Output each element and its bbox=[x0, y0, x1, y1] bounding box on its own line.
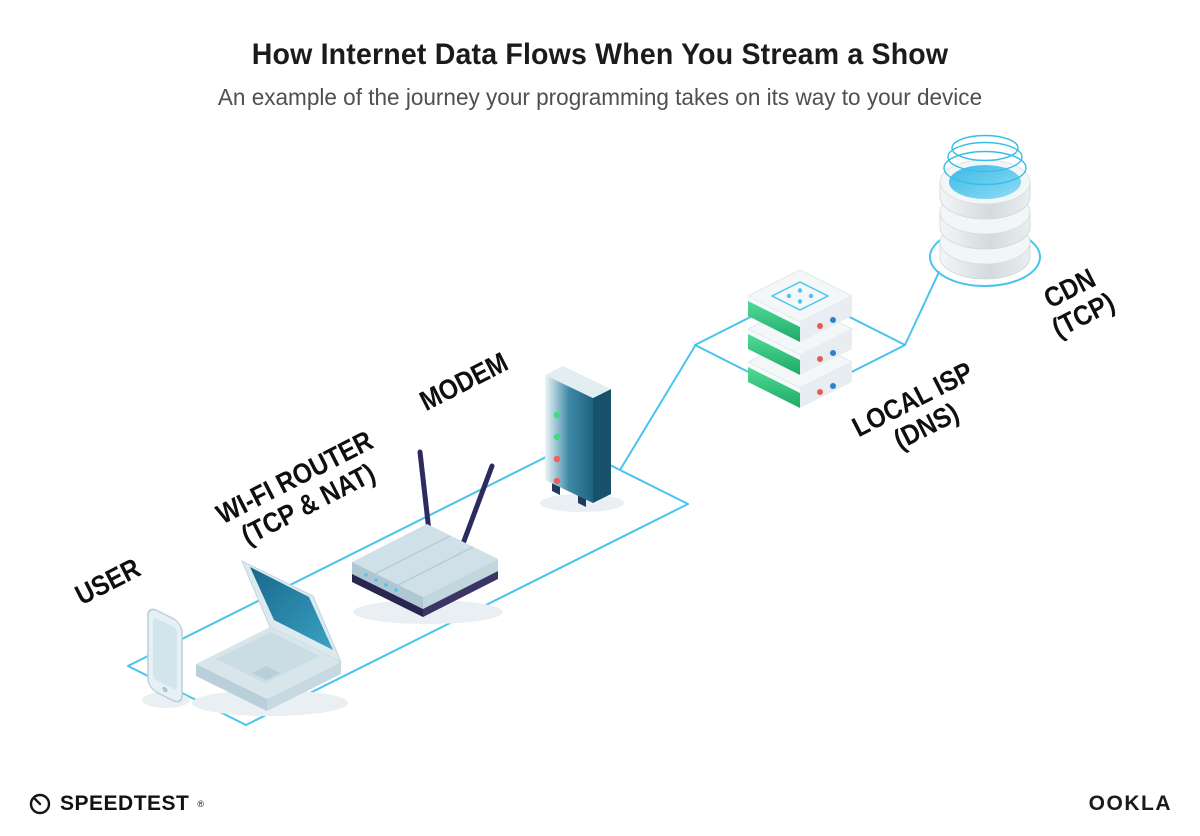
speedtest-wordmark: SPEEDTEST bbox=[60, 792, 190, 815]
laptop-illustration bbox=[196, 559, 342, 711]
modem-side-face bbox=[593, 389, 611, 503]
laptop-screen bbox=[250, 567, 333, 650]
isp-server-stack bbox=[747, 269, 853, 408]
router-base-left bbox=[352, 574, 423, 617]
page-subtitle: An example of the journey your programmi… bbox=[217, 84, 983, 110]
speedtest-trademark: ® bbox=[197, 799, 205, 809]
cdn-wire-rings bbox=[943, 134, 1027, 186]
modem-to-isp-line bbox=[619, 345, 696, 471]
router-groove-2 bbox=[397, 546, 474, 586]
laptop-trackpad bbox=[252, 666, 280, 680]
cdn-database-illustration bbox=[939, 134, 1031, 280]
smartphone-illustration bbox=[147, 608, 183, 703]
router-base-right bbox=[423, 571, 498, 617]
server-unit-top bbox=[747, 269, 853, 342]
router-status-leds bbox=[364, 573, 398, 592]
label-cdn: CDN (TCP) bbox=[1038, 262, 1119, 344]
router-right-face bbox=[423, 559, 498, 609]
label-modem: MODEM bbox=[414, 346, 513, 417]
speedtest-gauge-icon bbox=[29, 793, 51, 815]
router-groove-1 bbox=[374, 535, 451, 575]
page-title: How Internet Data Flows When You Stream … bbox=[251, 38, 949, 71]
ookla-logo: OOKLA bbox=[1089, 792, 1172, 816]
ookla-wordmark: OOKLA bbox=[1088, 792, 1172, 815]
modem-status-leds bbox=[553, 411, 561, 485]
modem-illustration bbox=[545, 366, 611, 507]
laptop-base-left-edge bbox=[196, 664, 267, 711]
cdn-water-top bbox=[949, 165, 1021, 199]
user-label: USER bbox=[70, 552, 145, 611]
modem-top-face bbox=[545, 366, 611, 398]
label-wifi-router: WI-FI ROUTER (TCP & NAT) bbox=[211, 424, 380, 551]
laptop-base-right-edge bbox=[267, 662, 341, 711]
label-user: USER bbox=[70, 552, 145, 611]
speedtest-logo: SPEEDTEST ® bbox=[28, 792, 204, 816]
header: How Internet Data Flows When You Stream … bbox=[0, 38, 1200, 111]
router-top-face bbox=[352, 524, 498, 597]
server-panel-dots bbox=[786, 288, 814, 304]
server-top-panel bbox=[771, 281, 829, 311]
phone-home-button bbox=[162, 686, 168, 693]
modem-label: MODEM bbox=[414, 346, 513, 417]
isp-to-cdn-line bbox=[904, 271, 940, 346]
modem-front-face bbox=[545, 375, 593, 503]
cdn-disc-top bbox=[939, 159, 1031, 220]
laptop-keyboard bbox=[216, 632, 320, 683]
wifi-router-illustration bbox=[352, 449, 498, 617]
router-antenna-right bbox=[458, 463, 495, 552]
footer: SPEEDTEST ® OOKLA bbox=[0, 792, 1200, 816]
label-local-isp: LOCAL ISP (DNS) bbox=[847, 355, 978, 455]
